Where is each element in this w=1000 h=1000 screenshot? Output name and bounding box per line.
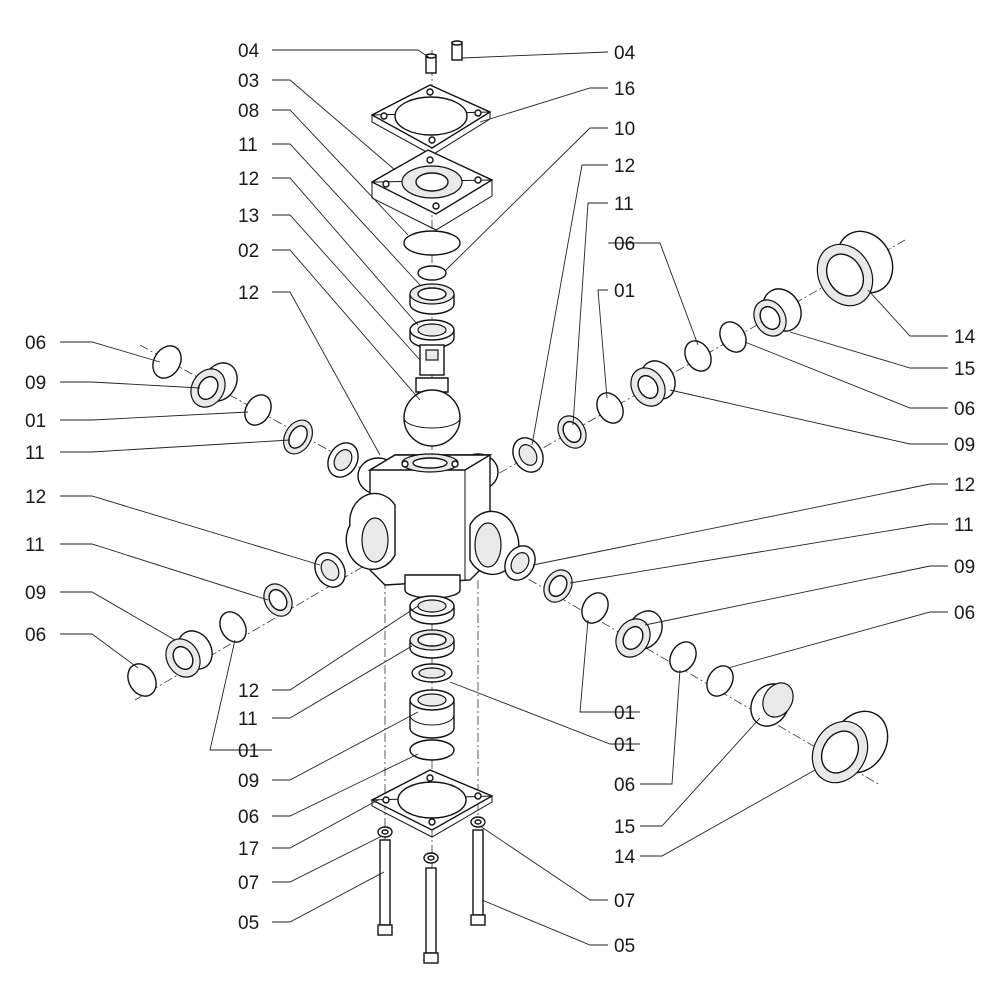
label-01-left-upper: 01 [25, 411, 46, 432]
long-bolts-05-part [377, 829, 486, 964]
label-03: 03 [238, 71, 259, 92]
tailpiece-09-left-lower-part [165, 630, 213, 678]
label-01-right-lower: 01 [614, 703, 635, 724]
label-04-top-left: 04 [238, 41, 260, 62]
label-01-right-upper: 01 [614, 281, 635, 302]
label-09-right-lower: 09 [954, 557, 975, 578]
oring-06-right-upper-a-part [684, 340, 712, 372]
tailpiece-09-left-upper-part [190, 362, 238, 408]
tailpiece-09-right-lower-part [615, 610, 663, 658]
label-12-top: 12 [238, 169, 259, 190]
oring-06-left-upper-part [152, 345, 182, 379]
ring-10-part [417, 265, 447, 281]
part-labels: 04 03 08 11 12 13 02 12 06 09 01 11 12 1… [25, 41, 976, 957]
seat-12-right-lower-part [504, 545, 536, 581]
label-12-bottom: 12 [238, 681, 259, 702]
label-11-left-lower: 11 [25, 535, 45, 556]
label-04-top-right: 04 [614, 43, 636, 64]
ring-01-right-lower-part [581, 592, 609, 624]
gasket-16-part [370, 84, 492, 156]
label-05-right: 05 [614, 936, 635, 957]
label-06-right-lower-b: 06 [954, 603, 975, 624]
oring-06-right-lower-b-part [706, 665, 734, 697]
label-14-lower: 14 [614, 847, 636, 868]
label-07-right: 07 [614, 891, 635, 912]
label-08: 08 [238, 101, 259, 122]
flange-03-part [370, 149, 494, 231]
label-16: 16 [614, 79, 635, 100]
label-09-bottom: 09 [238, 771, 259, 792]
label-06-right-lower-a: 06 [614, 775, 635, 796]
end-connector-15-right-upper-part [753, 288, 802, 337]
label-11-right-lower: 11 [954, 515, 974, 536]
seal-11-left-upper-part [282, 419, 314, 455]
label-06-right-upper-b: 06 [954, 399, 975, 420]
label-06-bottom: 06 [238, 807, 259, 828]
label-06-left-lower: 06 [25, 625, 46, 646]
label-15-upper: 15 [954, 359, 975, 380]
label-11-bottom: 11 [238, 709, 258, 730]
ring-01-bottom-part [411, 663, 453, 683]
tailpiece-09-bottom-part [409, 689, 455, 739]
washers-07-part [377, 816, 486, 864]
flange-17-part [370, 769, 494, 838]
seat-12-top-part [409, 319, 455, 349]
oring-06-right-upper-b-part [719, 321, 747, 353]
seal-11-right-lower-part [543, 569, 573, 603]
seal-11-left-lower-part [263, 583, 293, 617]
label-11-right-upper: 11 [614, 194, 634, 215]
seat-12-left-upper-part [327, 442, 359, 478]
bolt-04-right-part [451, 40, 463, 61]
leader-lines [60, 49, 948, 946]
seat-12-bottom-part [409, 595, 455, 625]
label-14-upper: 14 [954, 327, 976, 348]
oring-06-left-lower-part [127, 663, 157, 697]
ring-01-left-upper-part [244, 394, 272, 426]
seal-11-bottom-part [409, 629, 455, 659]
seat-12-left-lower-part [314, 552, 346, 588]
oring-06-right-lower-a-part [669, 641, 697, 673]
union-nut-14-right-lower-part [811, 710, 889, 784]
label-05-left: 05 [238, 913, 259, 934]
label-12-right-lower: 12 [954, 475, 975, 496]
oring-06-bottom-part [409, 739, 455, 761]
oring-08-part [403, 230, 461, 256]
ring-01-left-lower-part [219, 611, 247, 643]
tailpiece-09-right-upper-part [630, 360, 676, 407]
label-09-right-upper: 09 [954, 435, 975, 456]
ball-02-part [403, 389, 461, 447]
union-nut-14-right-upper-part [816, 230, 894, 307]
label-07-left: 07 [238, 873, 259, 894]
seat-12-right-upper-part [512, 437, 544, 473]
label-10: 10 [614, 119, 635, 140]
label-15-lower: 15 [614, 817, 635, 838]
end-cap-15-right-lower-part [750, 682, 794, 727]
bolt-04-left-part [425, 53, 437, 74]
label-11-left-upper: 11 [25, 443, 45, 464]
ring-01-right-upper-part [596, 392, 624, 424]
label-12-left-lower: 12 [25, 487, 46, 508]
label-12-right-upper: 12 [614, 156, 635, 177]
valve-body-part [345, 453, 520, 599]
label-17: 17 [238, 839, 259, 860]
label-02: 02 [238, 241, 259, 262]
stem-13-part [415, 344, 449, 393]
label-01-bottom: 01 [614, 735, 635, 756]
label-09-left-lower: 09 [25, 583, 46, 604]
label-01-left-lower: 01 [238, 741, 259, 762]
label-06-right-upper-a: 06 [614, 234, 635, 255]
seal-11-right-upper-part [557, 415, 587, 449]
seal-11-top-part [409, 283, 455, 315]
label-12-body: 12 [238, 283, 259, 304]
label-09-left-upper: 09 [25, 373, 46, 394]
label-13: 13 [238, 206, 259, 227]
label-06-left-upper: 06 [25, 333, 46, 354]
label-11-top: 11 [238, 135, 258, 156]
